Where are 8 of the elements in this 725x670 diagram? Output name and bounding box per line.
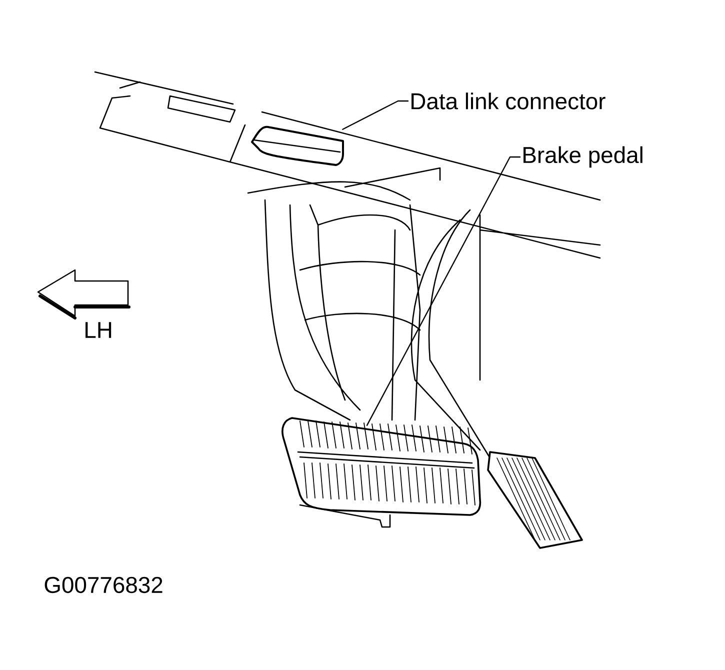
label-text: LH — [86, 322, 112, 338]
leader-line — [366, 156, 521, 426]
connector-drawing — [251, 126, 344, 166]
callout-label: Brake pedal — [524, 146, 642, 168]
label-text: G00776832 — [44, 576, 162, 594]
leader-line — [342, 100, 409, 130]
brake-pedal-drawing — [282, 417, 482, 516]
callout-label: Data link connector — [412, 92, 606, 110]
